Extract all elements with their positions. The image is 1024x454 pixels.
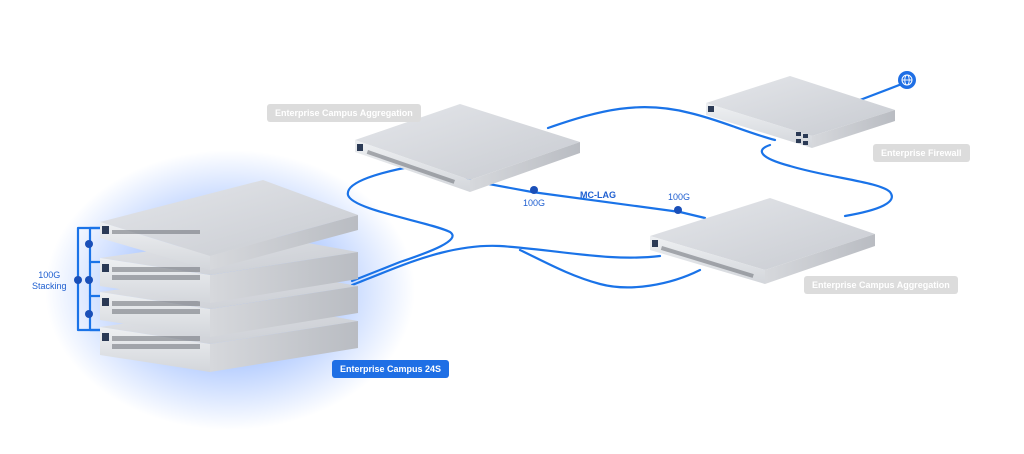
label-aggregation-top: Enterprise Campus Aggregation xyxy=(267,104,421,122)
label-firewall: Enterprise Firewall xyxy=(873,144,970,162)
status-screen xyxy=(357,144,363,151)
aggregation-switch-top[interactable] xyxy=(355,104,580,192)
link-nodes xyxy=(530,186,682,214)
firewall-device[interactable] xyxy=(706,76,895,148)
link-speed-right: 100G xyxy=(668,192,691,202)
mclag-label: MC-LAG xyxy=(580,190,616,200)
label-campus-24s: Enterprise Campus 24S xyxy=(332,360,450,378)
link-firewall-to-internet xyxy=(858,80,909,102)
status-screen xyxy=(102,333,109,341)
link-agg-bottom-to-stack xyxy=(350,244,662,287)
link-agg-bottom-loop xyxy=(518,248,702,289)
link-dot-icon xyxy=(674,206,682,214)
stacking-speed: 100G xyxy=(38,270,61,280)
stacking-label: 100G Stacking xyxy=(32,270,67,292)
link-speed-left: 100G xyxy=(523,198,546,208)
chain-link-icon xyxy=(85,276,93,284)
switch-unit-1[interactable] xyxy=(100,180,358,270)
link-agg-top-to-stack xyxy=(346,163,454,283)
status-screen xyxy=(102,226,109,234)
port-row xyxy=(112,230,200,234)
port-row xyxy=(660,245,754,278)
chain-link-icon xyxy=(85,310,93,318)
aggregation-switch-bottom[interactable] xyxy=(650,198,875,284)
chain-link-icon xyxy=(85,240,93,248)
label-aggregation-bottom: Enterprise Campus Aggregation xyxy=(804,276,958,294)
link-firewall-to-agg-bottom xyxy=(760,143,893,218)
stacking-text: Stacking xyxy=(32,281,67,291)
link-dot-icon xyxy=(530,186,538,194)
chain-link-icon xyxy=(74,276,82,284)
status-screen xyxy=(102,264,109,272)
firewall-ports xyxy=(796,132,808,145)
link-agg-top-to-firewall xyxy=(546,105,777,142)
port-row xyxy=(112,267,200,280)
campus-24s-stack[interactable] xyxy=(100,180,358,372)
status-screen xyxy=(102,298,109,306)
status-screen xyxy=(708,106,714,112)
stack-link-icons xyxy=(74,240,93,318)
port-row xyxy=(112,336,200,349)
port-row xyxy=(112,301,200,314)
globe-icon[interactable] xyxy=(898,71,916,89)
port-row xyxy=(366,150,455,184)
status-screen xyxy=(652,240,658,247)
